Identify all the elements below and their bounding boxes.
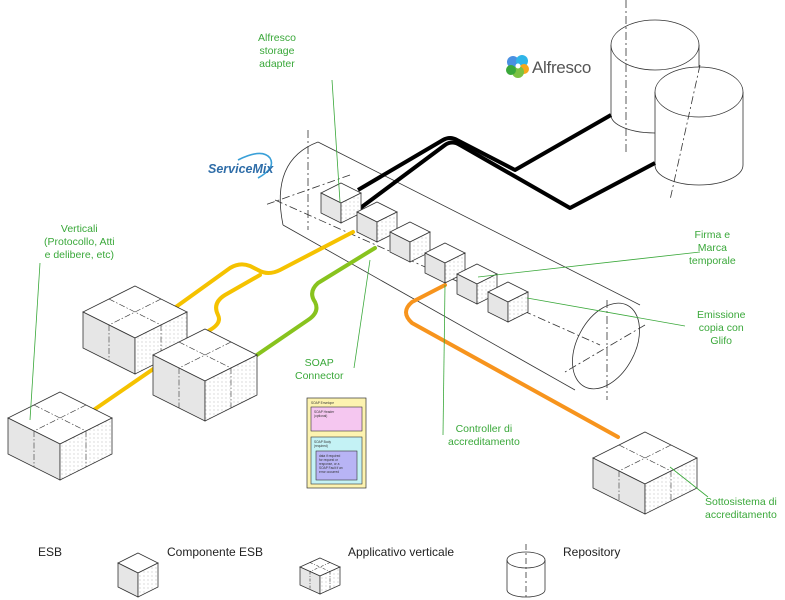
esb-component-cube	[320, 182, 362, 224]
svg-text:for request or: for request or	[319, 458, 339, 462]
label-line: copia con	[698, 322, 744, 334]
svg-text:(required): (required)	[314, 444, 328, 448]
legend-componente-icon	[117, 552, 159, 598]
label-line: temporale	[689, 255, 736, 267]
label-sottosistema-accreditamento: Sottosistema di accreditamento	[705, 496, 777, 522]
servicemix-swoosh-icon	[237, 152, 273, 179]
label-line: adapter	[259, 58, 295, 70]
svg-text:error occurred: error occurred	[319, 470, 339, 474]
label-line: (Protocollo, Atti	[44, 236, 115, 248]
svg-text:(optional): (optional)	[314, 414, 327, 418]
servicemix-logo-prefix: Service	[208, 162, 253, 176]
vertical-app-2	[82, 285, 188, 375]
label-line: Controller di	[455, 423, 513, 435]
label-line: Sottosistema di	[705, 496, 777, 508]
legend-repository: Repository	[563, 545, 621, 559]
label-soap-connector: SOAP Connector	[295, 357, 343, 383]
servicemix-logo-suffix: Mix	[252, 162, 274, 176]
servicemix-logo: ServiceMix	[208, 162, 273, 176]
connector-orange	[404, 283, 620, 439]
label-line: SOAP	[304, 357, 334, 369]
alfresco-logo-text: Alfresco	[532, 58, 592, 77]
label-alfresco-storage-adapter: Alfresco storage adapter	[258, 32, 296, 71]
vertical-app-3	[152, 328, 258, 422]
label-controller-accreditamento: Controller di accreditamento	[448, 423, 520, 449]
label-line: Firma e	[694, 229, 731, 241]
label-line: Marca	[697, 242, 727, 254]
esb-component-cube	[389, 221, 431, 263]
label-line: accreditamento	[448, 436, 520, 448]
legend-componente-esb: Componente ESB	[167, 545, 264, 559]
soap-envelope-diagram: SOAP Envelope SOAP Header (optional) SOA…	[306, 397, 367, 489]
accreditation-subsystem	[592, 431, 698, 515]
esb-component-cube	[487, 281, 529, 323]
leader-lines	[29, 79, 709, 498]
legend-repository-icon	[506, 544, 546, 600]
vertical-app-1	[7, 391, 113, 481]
label-line: Glifo	[710, 335, 733, 347]
repository-cylinder-2	[654, 64, 744, 201]
repository-connector	[353, 113, 656, 214]
label-line: accreditamento	[705, 509, 777, 521]
label-emissione-copia: Emissione copia con Glifo	[697, 309, 745, 348]
label-line: Connector	[295, 370, 344, 382]
label-verticali: Verticali (Protocollo, Atti e delibere, …	[44, 223, 115, 262]
label-line: storage	[259, 45, 295, 57]
connector-yellow-2	[80, 273, 262, 420]
label-line: Verticali	[60, 223, 98, 235]
label-line: Alfresco	[258, 32, 296, 44]
svg-text:data if required: data if required	[319, 454, 340, 458]
esb-bus	[264, 130, 646, 400]
svg-text:SOAP Body: SOAP Body	[314, 440, 331, 444]
legend-esb: ESB	[38, 545, 63, 559]
connector-green	[230, 246, 377, 374]
label-line: e delibere, etc)	[44, 249, 115, 261]
legend-applicativo-verticale: Applicativo verticale	[348, 545, 455, 559]
alfresco-logo-icon	[506, 55, 529, 78]
label-line: Emissione	[697, 309, 746, 321]
svg-text:SOAP Fault if an: SOAP Fault if an	[319, 466, 343, 470]
connector-yellow-1	[153, 230, 355, 324]
legend-applicativo-icon	[299, 557, 341, 595]
label-firma-marca-temporale: Firma e Marca temporale	[689, 229, 736, 268]
svg-text:SOAP Header: SOAP Header	[314, 410, 335, 414]
svg-text:SOAP Envelope: SOAP Envelope	[311, 401, 334, 405]
esb-component-cube	[424, 242, 466, 284]
svg-text:response, or a: response, or a	[319, 462, 340, 466]
